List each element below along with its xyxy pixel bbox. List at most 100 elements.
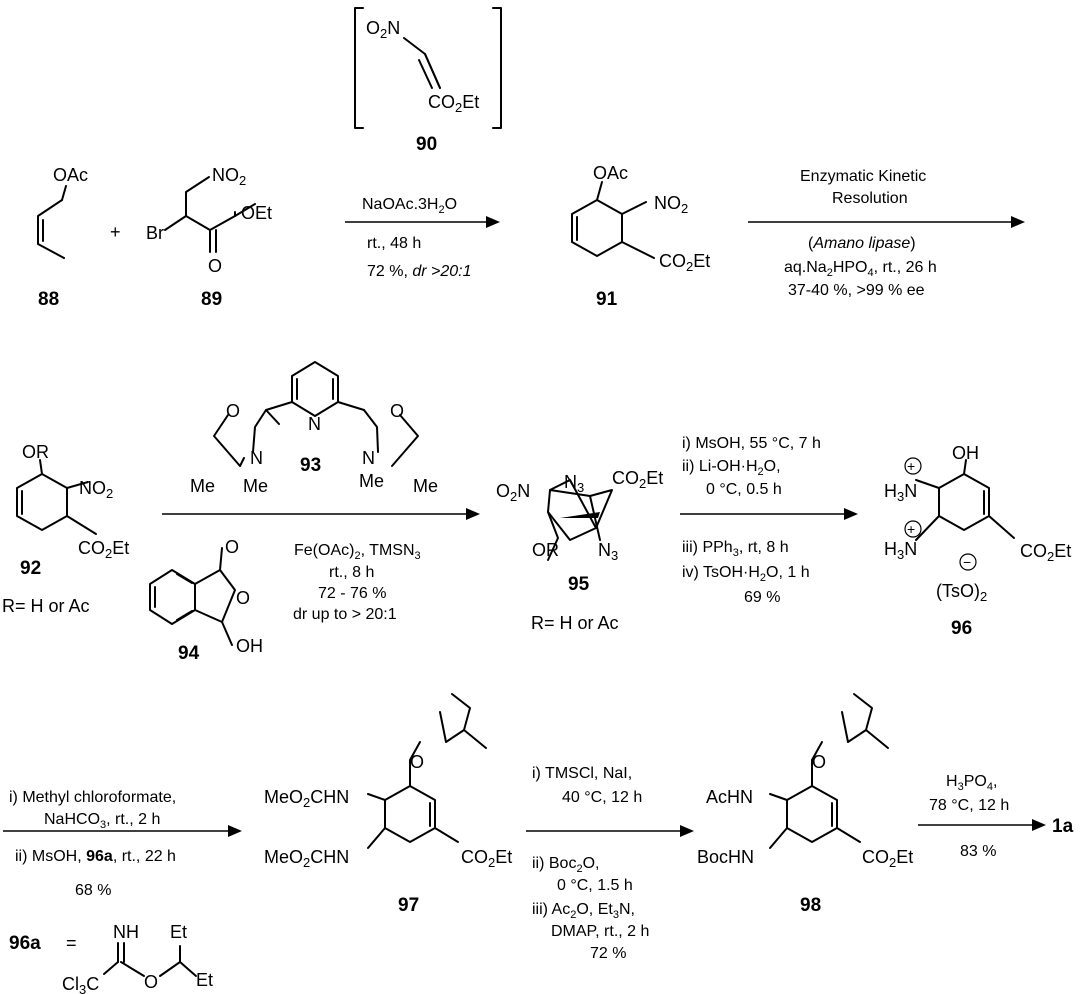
compound-97: O MeO2CHN MeO2CHN CO2Et 97	[264, 693, 512, 916]
n3-top-label: N3	[564, 472, 584, 495]
compound-93: O N N O N Me Me Me Me 93	[190, 361, 438, 496]
step5-i: i) Methyl chloroformate,	[9, 789, 176, 806]
step4-ii-conditions: 0 °C, 0.5 h	[706, 481, 782, 498]
reaction-arrow-1: NaOAc.3H2O rt., 48 h 72 %, dr >20:1	[345, 196, 500, 280]
ester-label: CO2Et	[862, 847, 913, 870]
compound-number-96: 96	[951, 618, 972, 639]
plus-charge-1: +	[907, 458, 915, 474]
n3-bottom-label: N3	[598, 540, 618, 563]
step1-reagent: NaOAc.3H2O	[362, 196, 457, 216]
step6-yield: 72 %	[590, 945, 626, 962]
me-label-2: Me	[243, 476, 268, 496]
compound-90: O2N CO2Et 90	[354, 7, 502, 155]
compound-number-89: 89	[201, 289, 222, 310]
compound-number-98: 98	[800, 895, 821, 916]
oac-label: OAc	[593, 163, 628, 183]
step2-yield: 37-40 %, >99 % ee	[788, 282, 925, 299]
reaction-arrow-6: i) TMSCl, NaI, 40 °C, 12 h ii) Boc2O, 0 …	[526, 765, 694, 962]
reaction-arrow-4: i) MsOH, 55 °C, 7 h ii) Li-OH·H2O, 0 °C,…	[680, 435, 858, 606]
step2-line2: Resolution	[832, 190, 908, 207]
step6-ii: ii) Boc2O,	[532, 855, 599, 875]
et-label-1: Et	[170, 922, 187, 942]
carbamate-top-label: MeO2CHN	[264, 787, 349, 810]
ether-o-label: O	[410, 752, 424, 772]
step6-iii: iii) Ac2O, Et3N,	[532, 901, 635, 921]
compound-95: O2N N3 CO2Et OR N3 95 R= H or Ac	[496, 468, 663, 633]
step4-iii: iii) PPh3, rt, 8 h	[682, 539, 789, 559]
minus-charge: −	[963, 554, 971, 570]
n-pyridine-label: N	[308, 414, 321, 434]
step5-yield: 68 %	[75, 882, 111, 899]
reaction-arrow-5: i) Methyl chloroformate, NaHCO3, rt., 2 …	[3, 789, 242, 899]
or-label: OR	[532, 540, 559, 560]
carbamate-bottom-label: MeO2CHN	[264, 847, 349, 870]
compound-96: OH H3N + H3N + − CO2Et (TsO)2 96	[884, 443, 1071, 639]
compound-91: OAc NO2 CO2Et 91	[571, 163, 710, 310]
step3-dr: dr up to > 20:1	[293, 606, 397, 623]
plus-charge-2: +	[907, 521, 915, 537]
step7-reagent: H3PO4,	[946, 773, 997, 793]
ester-label: CO2Et	[78, 538, 129, 561]
oac-label: OAc	[53, 165, 88, 185]
r-definition: R= H or Ac	[531, 613, 619, 633]
step7-conditions: 78 °C, 12 h	[929, 797, 1009, 814]
compound-number-90: 90	[416, 134, 437, 155]
n-left-label: N	[250, 448, 263, 468]
step3-reagents: Fe(OAc)2, TMSN3	[294, 542, 421, 562]
br-label: Br	[146, 223, 164, 243]
compound-92: OR NO2 CO2Et 92 R= H or Ac	[2, 442, 129, 616]
carbonyl-o-label: O	[225, 537, 239, 557]
step1-conditions: rt., 48 h	[367, 235, 421, 252]
no2-label: NO2	[212, 165, 246, 188]
ester-label: CO2Et	[612, 468, 663, 491]
step4-yield: 69 %	[744, 589, 780, 606]
compound-number-97: 97	[398, 895, 419, 916]
compound-number-91: 91	[596, 289, 618, 310]
compound-number-88: 88	[38, 289, 59, 310]
ester-label: CO2Et	[1020, 541, 1071, 564]
o2n-label: O2N	[496, 481, 530, 504]
o-label: O	[144, 972, 158, 992]
compound-89: NO2 Br OEt O 89	[146, 165, 272, 310]
o-right-label: O	[390, 401, 404, 421]
cl3c-label: Cl3C	[62, 974, 99, 994]
me-label-3: Me	[359, 471, 384, 491]
step4-ii: ii) Li-OH·H2O,	[682, 458, 781, 478]
no2-label: NO2	[654, 193, 688, 216]
step3-yield: 72 - 76 %	[318, 585, 386, 602]
step5-ii: ii) MsOH, 96a, rt., 22 h	[15, 848, 176, 865]
step2-line1: Enzymatic Kinetic	[800, 168, 926, 185]
compound-number-94: 94	[178, 643, 200, 664]
o-left-label: O	[226, 401, 240, 421]
step6-ii-conditions: 0 °C, 1.5 h	[557, 877, 633, 894]
reaction-arrow-7: H3PO4, 78 °C, 12 h 83 %	[918, 773, 1046, 860]
r-definition: R= H or Ac	[2, 596, 90, 616]
me-label-4: Me	[413, 476, 438, 496]
step5-i-conditions: NaHCO3, rt., 2 h	[44, 811, 160, 831]
or-label: OR	[22, 442, 49, 462]
bochn-label: BocHN	[697, 847, 754, 867]
step6-i-conditions: 40 °C, 12 h	[562, 789, 642, 806]
achn-label: AcHN	[706, 787, 753, 807]
step3-conditions: rt., 8 h	[329, 564, 374, 581]
compound-number-95: 95	[568, 574, 590, 595]
ring-o-label: O	[236, 588, 250, 608]
counterion-label: (TsO)2	[936, 581, 987, 604]
h3n-top-label: H3N	[884, 481, 917, 504]
h3n-bottom-label: H3N	[884, 539, 917, 562]
reagent-label-96a: 96a	[9, 933, 41, 954]
oh-label: OH	[952, 443, 979, 463]
me-label-1: Me	[190, 476, 215, 496]
step7-yield: 83 %	[960, 843, 996, 860]
step2-enzyme: (Amano lipase)	[808, 235, 916, 252]
compound-number-92: 92	[20, 558, 41, 579]
n-right-label: N	[362, 448, 375, 468]
et-label-2: Et	[196, 970, 213, 990]
ester-label: CO2Et	[461, 847, 512, 870]
o2n-label: O2N	[366, 18, 400, 41]
step4-i: i) MsOH, 55 °C, 7 h	[682, 435, 821, 452]
no2-label: NO2	[79, 478, 113, 501]
compound-94: O O OH 94	[149, 537, 263, 664]
equals-sign: =	[66, 933, 77, 953]
step4-iv: iv) TsOH·H2O, 1 h	[682, 564, 810, 584]
